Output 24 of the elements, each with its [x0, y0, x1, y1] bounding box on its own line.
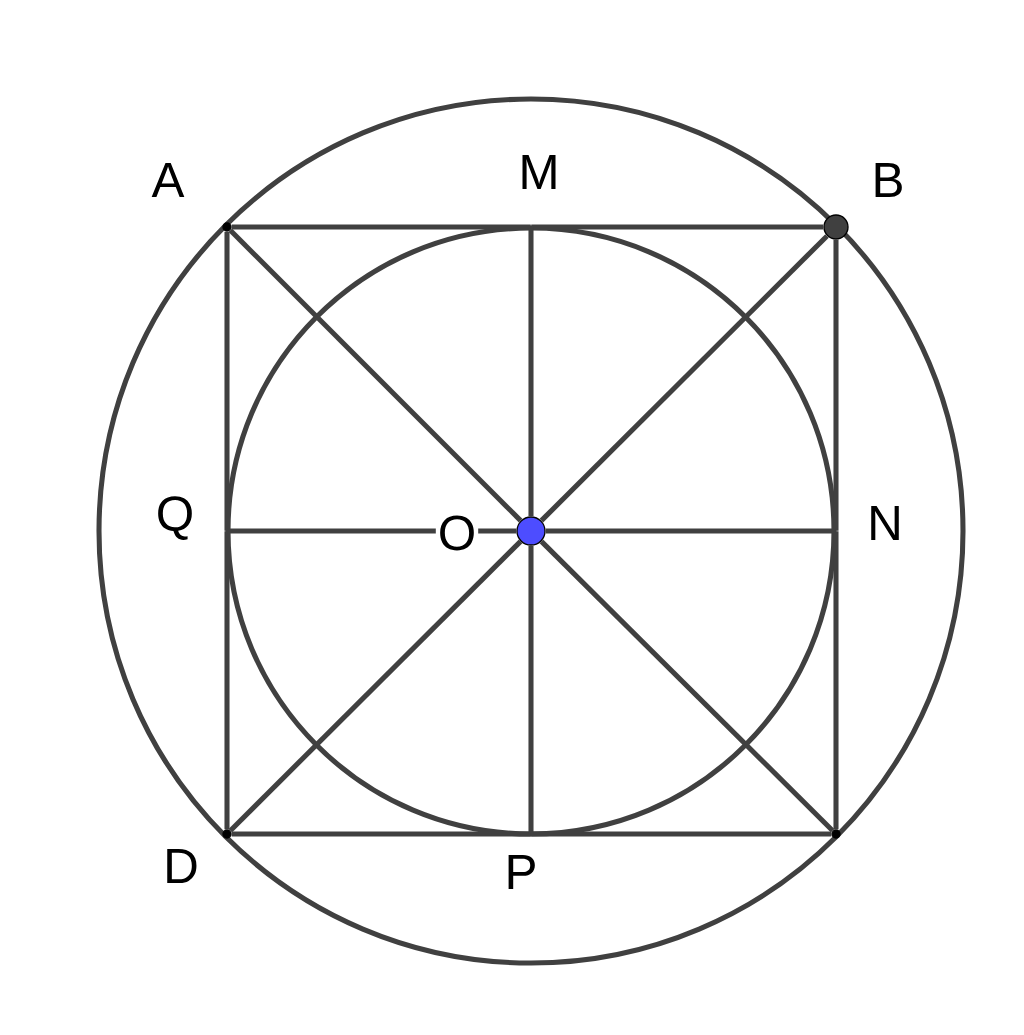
line-segment — [833, 531, 839, 830]
point-label: A — [149, 161, 187, 199]
line-segment — [528, 545, 534, 834]
line-segment — [228, 228, 523, 523]
line-segment — [231, 224, 531, 230]
point-label: O — [435, 513, 479, 553]
line-segment — [539, 234, 829, 523]
line-segment — [231, 831, 531, 837]
line-segment — [531, 224, 824, 230]
line-segment — [228, 539, 523, 833]
line-segment — [531, 831, 832, 837]
point-label: D — [161, 847, 201, 885]
line-segment — [528, 227, 534, 517]
point-label: B — [869, 161, 907, 199]
line-segment — [833, 239, 839, 531]
point-dot — [823, 214, 849, 240]
point-label: Q — [153, 494, 197, 542]
line-segment — [224, 531, 230, 830]
point-dot — [516, 516, 546, 546]
line-segment — [539, 539, 835, 833]
point-label: P — [502, 853, 540, 891]
point-label: N — [865, 504, 905, 542]
line-segment — [224, 231, 230, 531]
point-label: M — [516, 153, 562, 191]
